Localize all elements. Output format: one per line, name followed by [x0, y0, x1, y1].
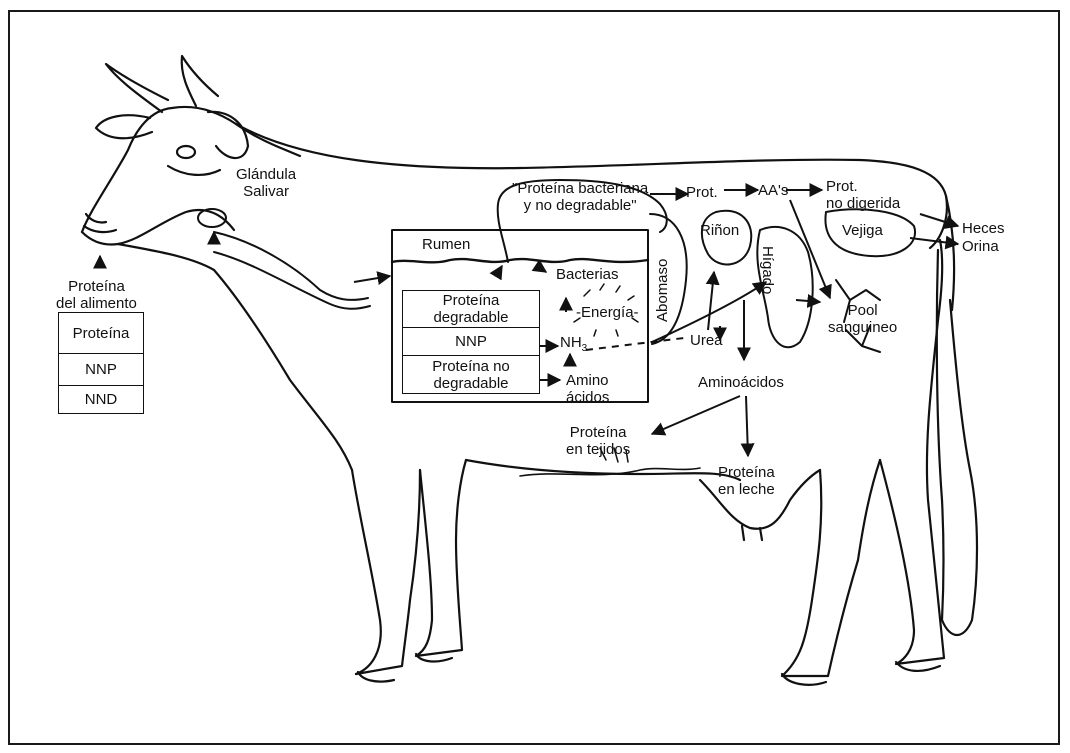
- feed-box-nnd: NND: [58, 386, 144, 414]
- arrow-amino-tejidos: [652, 396, 740, 434]
- arrow-heces: [920, 214, 958, 226]
- cow-belly: [466, 460, 740, 480]
- label-vejiga: Vejiga: [842, 222, 883, 239]
- label-urea: Urea: [690, 332, 723, 349]
- label-prot-no-digerida: Prot.no digerida: [826, 178, 900, 212]
- label-rumen: Rumen: [422, 236, 470, 253]
- cow-horn-left: [106, 64, 168, 112]
- cow-front-leg-1: [352, 470, 381, 674]
- rumen-box-degradable: Proteína degradable: [402, 290, 540, 328]
- cow-mouth: [84, 226, 116, 232]
- label-higado: Hígado: [759, 246, 776, 294]
- label-energia: -Energía-: [576, 304, 639, 321]
- label-aminoacidos: Aminoácidos: [698, 374, 784, 391]
- label-bacterias: Bacterias: [556, 266, 619, 283]
- cow-front-leg-2: [416, 460, 466, 656]
- label-abomaso: Abomaso: [654, 259, 671, 322]
- label-rinon: Riñon: [700, 222, 739, 239]
- label-aas: AA's: [758, 182, 788, 199]
- arrow-aas-pool: [790, 200, 830, 298]
- feed-box-nnp: NNP: [58, 354, 144, 386]
- cow-neck-lower: [118, 244, 352, 470]
- feed-box-proteina: Proteína: [58, 312, 144, 354]
- arrow-esophagus-rumen: [354, 276, 390, 282]
- arrow-rumen-bact: [540, 268, 546, 272]
- cow-tail: [937, 250, 977, 635]
- label-nh3: NH3: [560, 334, 587, 357]
- arrow-liver-pool: [796, 300, 820, 302]
- cow-ear-left: [96, 115, 152, 138]
- label-prot: Prot.: [686, 184, 718, 201]
- arrow-urea-kidney: [708, 272, 714, 330]
- arrow-bact-up: [496, 266, 502, 276]
- dashed-urea: [586, 338, 684, 350]
- cow-eye: [177, 146, 195, 158]
- arrow-amino-leche: [746, 396, 748, 456]
- label-heces: Heces: [962, 220, 1005, 237]
- label-orina: Orina: [962, 238, 999, 255]
- rumen-box-no-degradable: Proteína no degradable: [402, 356, 540, 394]
- rumen-box-nnp: NNP: [402, 328, 540, 356]
- esophagus: [214, 232, 368, 300]
- cow-horn-right: [182, 56, 218, 106]
